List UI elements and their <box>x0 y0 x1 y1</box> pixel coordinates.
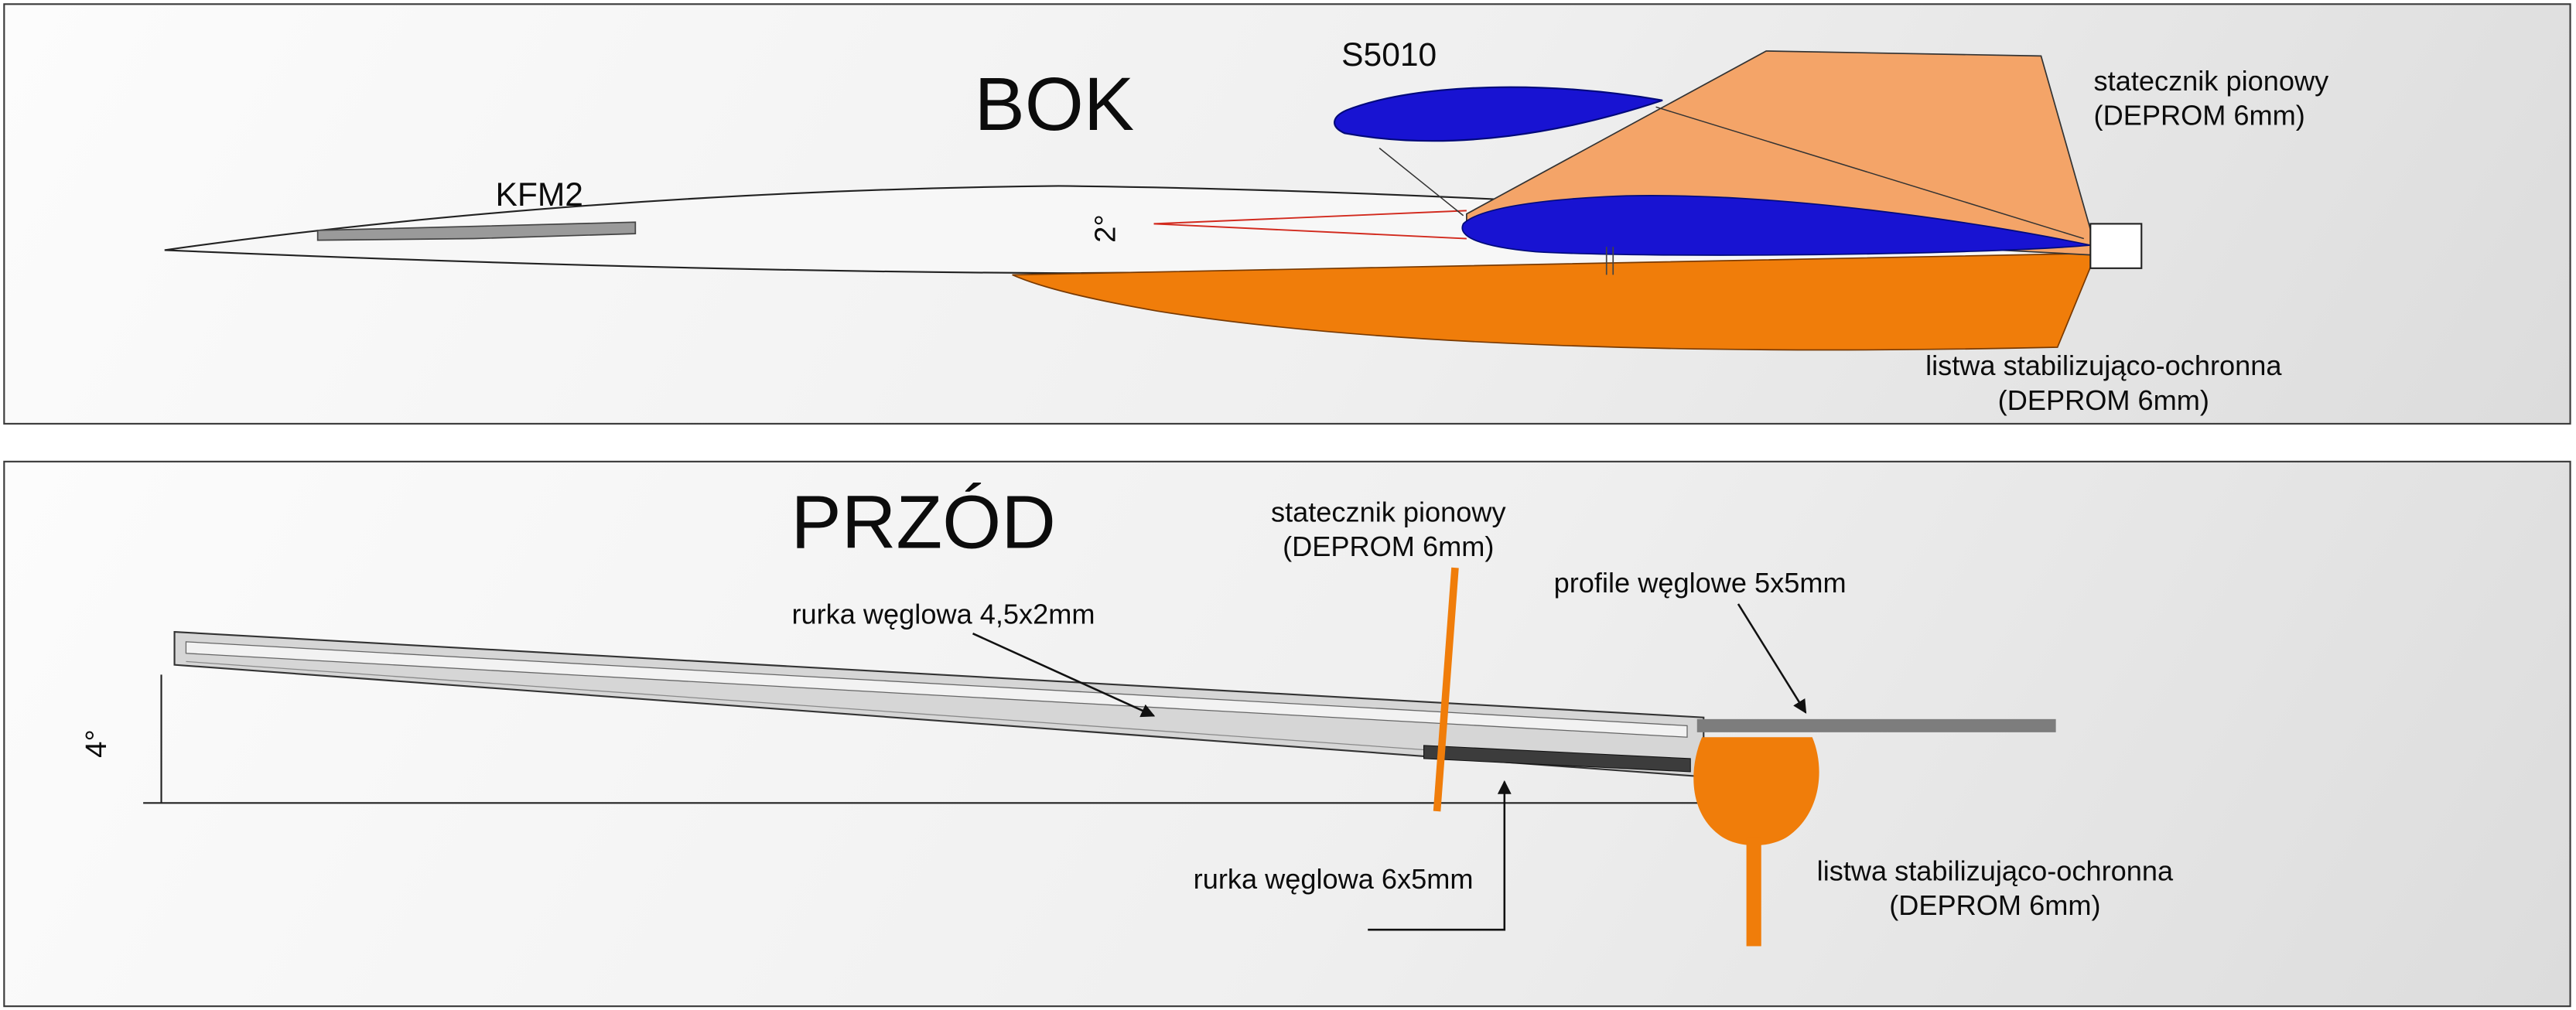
strip-label-front: listwa stabilizująco-ochronna (DEPROM 6m… <box>1779 854 2210 923</box>
fin-label-side: statecznik pionowy (DEPROM 6mm) <box>2094 64 2329 133</box>
airfoil-leader-line-2 <box>1655 106 2085 240</box>
fin-label-front-line2: (DEPROM 6mm) <box>1283 531 1495 563</box>
airfoil-label: S5010 <box>1341 37 1437 74</box>
strip-label-side-line1: listwa stabilizująco-ochronna <box>1925 350 2282 382</box>
strip-label-front-line2: (DEPROM 6mm) <box>1889 890 2101 922</box>
protective-strip-side-shape <box>1012 252 2093 351</box>
side-view-panel: BOK S5010 KFM2 2° statecznik pionowy (DE… <box>3 3 2571 425</box>
incidence-angle-label: 2° <box>1088 214 1122 243</box>
front-view-panel: PRZÓD statecznik pionowy (DEPROM 6mm) ru… <box>3 460 2571 1008</box>
carbon-profile-bar <box>1696 718 2056 732</box>
tube-big-leader-arrow <box>1368 780 1512 931</box>
profiles-leader-arrow <box>1737 603 1807 714</box>
strip-label-side-line2: (DEPROM 6mm) <box>1997 384 2209 417</box>
profiles-label: profile węglowe 5x5mm <box>1553 568 1847 599</box>
kfm-step-bar <box>316 221 637 241</box>
airfoil-s5010-shape <box>1334 86 1663 142</box>
protective-strip-front-shape <box>1693 737 1819 846</box>
vertical-stabilizer-front-line <box>1433 567 1459 812</box>
carbon-tube-small-stripe <box>185 641 1688 738</box>
fin-label-front-line1: statecznik pionowy <box>1270 496 1506 529</box>
tube-small-label: rurka węglowa 4,5x2mm <box>791 599 1095 630</box>
tube-big-label: rurka węglowa 6x5mm <box>1193 864 1474 896</box>
airfoil-leader-line-1 <box>1379 147 1464 217</box>
strip-label-front-line1: listwa stabilizująco-ochronna <box>1816 855 2174 887</box>
incidence-line-upper <box>1153 210 1467 225</box>
carbon-tube-big-shape <box>1423 745 1691 773</box>
kfm-label: KFM2 <box>495 177 583 214</box>
front-view-title: PRZÓD <box>791 479 1056 565</box>
incidence-line-lower <box>1153 223 1467 240</box>
tube-small-leader-arrow <box>972 633 1156 718</box>
protective-strip-front-stem <box>1746 838 1761 947</box>
fin-label-front: statecznik pionowy (DEPROM 6mm) <box>1236 495 1541 564</box>
side-view-drawing <box>164 50 2143 351</box>
tail-block <box>2089 223 2143 269</box>
front-view-drawing <box>143 567 2056 947</box>
strip-label-side: listwa stabilizująco-ochronna (DEPROM 6m… <box>1890 349 2318 418</box>
side-view-title: BOK <box>974 60 1135 147</box>
fin-label-side-line1: statecznik pionowy <box>2093 66 2329 97</box>
fin-label-side-line2: (DEPROM 6mm) <box>2093 100 2305 132</box>
dihedral-angle-label: 4° <box>80 729 113 758</box>
